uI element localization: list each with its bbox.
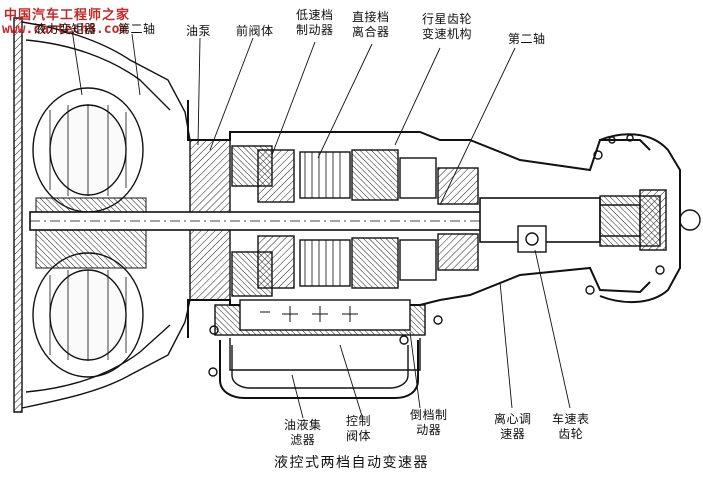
label-direct-clutch: 直接档 离合器	[352, 10, 390, 39]
label-low-gear-brake: 低速档 制动器	[296, 8, 334, 37]
label-oil-pump: 油泵	[186, 24, 212, 38]
watermark-url: www.cartech8.com	[2, 22, 128, 37]
valve-body-shape	[214, 299, 426, 399]
label-governor: 离心调 速器	[494, 412, 532, 441]
label-second-shaft-left: 第二轴	[118, 22, 156, 36]
label-front-valve-body: 前阀体	[236, 24, 274, 38]
label-oil-filter: 油液集 滤器	[284, 418, 322, 447]
label-speedo-gear: 车速表 齿轮	[552, 412, 590, 441]
clutch-pack-shapes	[257, 149, 479, 289]
label-second-shaft-right: 第二轴	[508, 32, 546, 46]
watermark-title: 中国汽车工程师之家	[4, 8, 131, 23]
figure-caption: 液控式两档自动变速器	[274, 455, 429, 471]
label-torque-converter: 液力变矩器	[34, 22, 97, 36]
torque-converter-shape	[32, 87, 147, 378]
label-control-valve: 控制 阀体	[346, 414, 372, 443]
leader-lines	[71, 29, 571, 419]
label-planetary-set: 行星齿轮 变速机构	[422, 12, 473, 41]
label-reverse-brake: 倒档制 动器	[410, 408, 448, 437]
